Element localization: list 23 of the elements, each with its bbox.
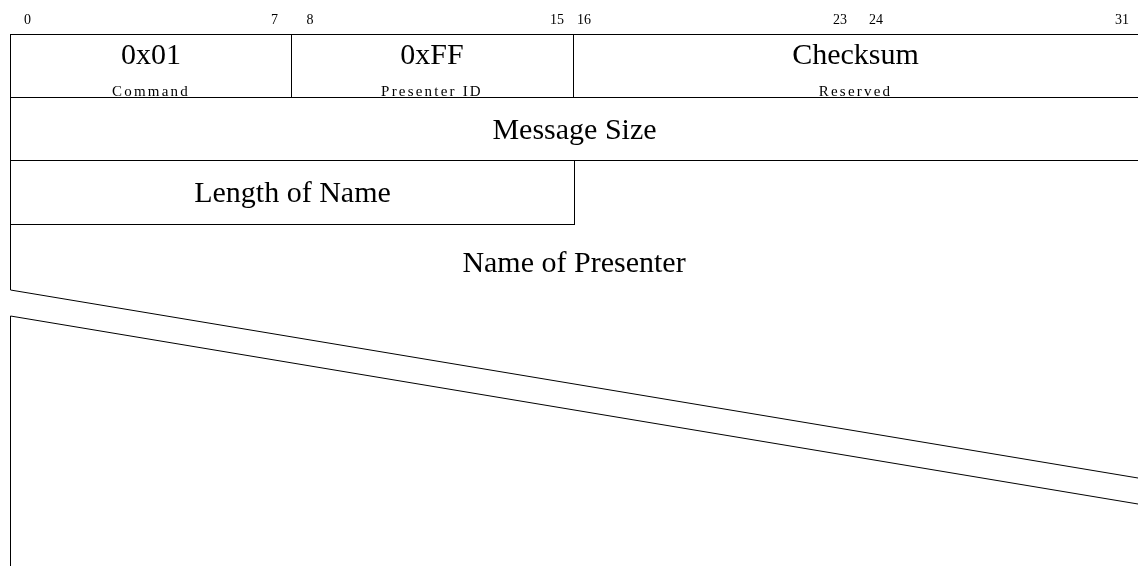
field-value: 0x01 bbox=[121, 38, 181, 70]
field-caption: Reserved bbox=[818, 83, 893, 99]
field-box bbox=[10, 160, 575, 225]
field-box bbox=[291, 34, 574, 98]
bit-number: 31 bbox=[1115, 12, 1129, 28]
bit-number: 16 bbox=[577, 12, 591, 28]
bit-number: 0 bbox=[24, 12, 32, 28]
field-value: Length of Name bbox=[194, 176, 391, 208]
bit-number: 8 bbox=[306, 12, 314, 28]
field-caption: Command bbox=[112, 83, 190, 99]
field-box bbox=[573, 34, 1138, 98]
field-box bbox=[10, 97, 1138, 161]
field-value: Message Size bbox=[492, 112, 657, 145]
bit-number: 15 bbox=[550, 12, 564, 28]
field-box bbox=[10, 34, 292, 98]
field-value: Checksum bbox=[792, 38, 919, 70]
field-value: Name of Presenter bbox=[462, 246, 686, 278]
bit-number: 7 bbox=[270, 12, 278, 28]
field-value: 0xFF bbox=[400, 38, 464, 70]
field-caption: Presenter ID bbox=[381, 83, 483, 99]
bit-number: 23 bbox=[833, 12, 847, 28]
variable-length-field bbox=[10, 224, 1138, 479]
bit-number: 24 bbox=[869, 12, 883, 28]
